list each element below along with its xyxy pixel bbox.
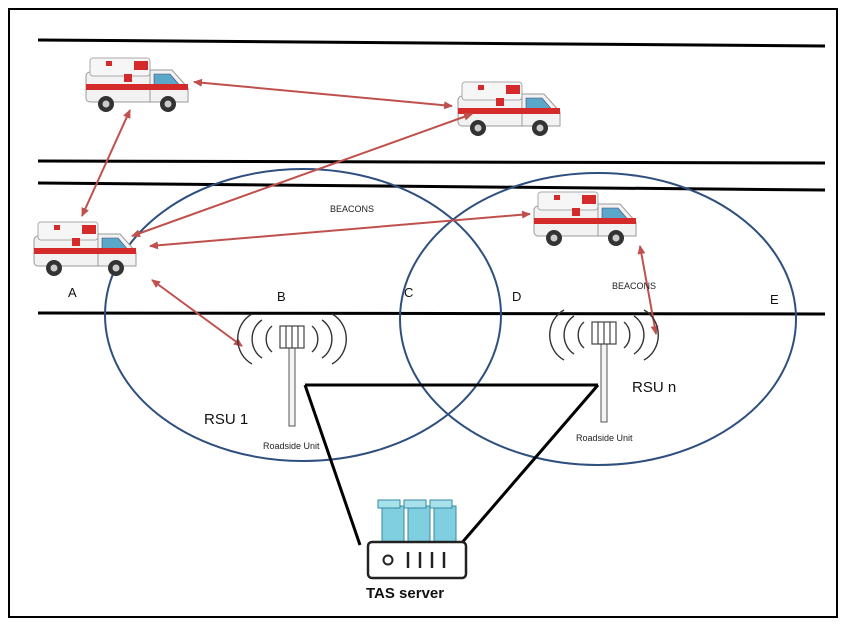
beacons-label: BEACONS — [612, 281, 656, 291]
server-icon — [366, 499, 468, 580]
ambulance-icon — [33, 221, 137, 277]
rsu-n-label: RSU n — [632, 379, 676, 396]
communication-arrows — [81, 78, 659, 347]
beacons-label: BEACONS — [330, 204, 374, 214]
server-label: TAS server — [366, 585, 444, 602]
ambulance-icon — [85, 57, 189, 113]
ambulance-icon — [533, 191, 637, 247]
roadside-unit-tower-icon — [237, 313, 347, 427]
position-label-d: D — [512, 289, 521, 304]
ambulance-icon — [457, 81, 561, 137]
rsu-1-label: RSU 1 — [204, 411, 248, 428]
position-label-b: B — [277, 289, 286, 304]
roadside-unit-caption: Roadside Unit — [263, 441, 320, 451]
rsu-n-coverage-circle — [399, 172, 797, 466]
position-label-c: C — [404, 285, 413, 300]
diagram-frame — [8, 8, 838, 618]
roadside-unit-caption: Roadside Unit — [576, 433, 633, 443]
roadside-unit-tower-icon — [549, 309, 659, 423]
position-label-a: A — [68, 285, 77, 300]
position-label-e: E — [770, 292, 779, 307]
wired-links — [303, 383, 600, 546]
